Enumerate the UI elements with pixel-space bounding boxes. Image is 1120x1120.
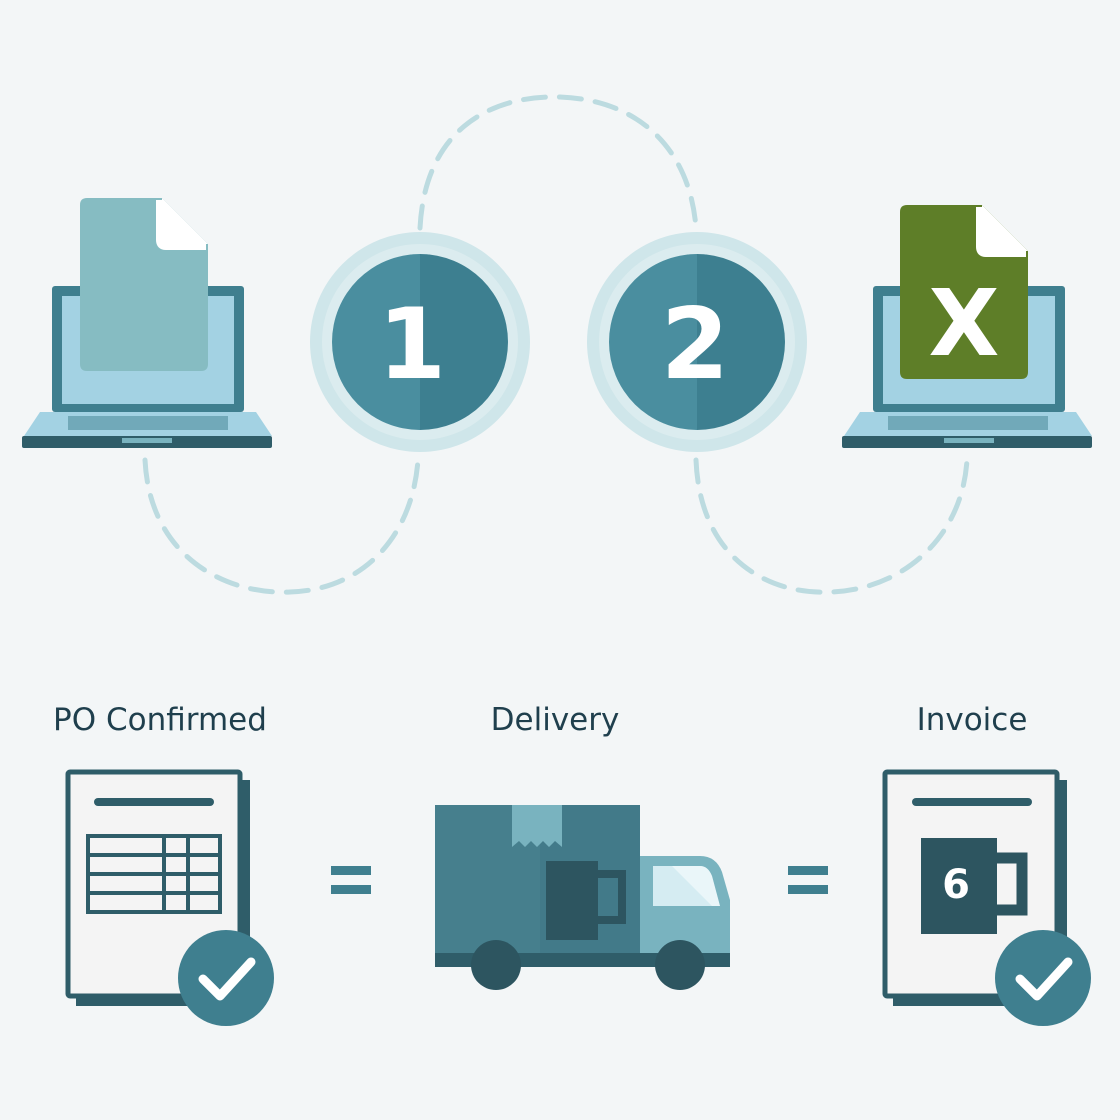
document-icon	[80, 198, 208, 371]
target-laptop: X	[842, 205, 1092, 448]
package-tape	[512, 805, 562, 847]
mug-icon: 6	[921, 838, 1028, 934]
laptop-trackpad-notch	[944, 438, 994, 443]
purchase-order-document	[65, 769, 274, 1026]
truck-wheel-rear	[471, 940, 521, 990]
equals-icon-1	[331, 866, 371, 894]
step-2-badge: 2	[587, 232, 807, 452]
stage-label-delivery: Delivery	[491, 702, 620, 738]
connector-laptop-to-step-1	[142, 457, 421, 595]
spreadsheet-letter: X	[929, 270, 1000, 377]
step-1-number: 1	[378, 288, 446, 402]
invoice-quantity: 6	[942, 862, 970, 908]
step-1-badge: 1	[310, 232, 530, 452]
source-laptop	[22, 198, 272, 448]
connector-step-1-to-step-2	[417, 94, 699, 231]
equals-icon-2	[788, 866, 828, 894]
stage-label-po-confirmed: PO Confirmed	[53, 702, 267, 738]
connector-step-2-to-laptop	[693, 457, 970, 595]
spreadsheet-file-icon: X	[900, 205, 1028, 379]
stage-label-invoice: Invoice	[917, 702, 1028, 738]
invoice-document: 6	[882, 769, 1091, 1026]
dashed-connectors	[142, 94, 970, 595]
delivery-truck-icon	[435, 805, 730, 990]
laptop-keyboard	[68, 416, 228, 430]
laptop-trackpad-notch	[122, 438, 172, 443]
check-badge-icon	[995, 930, 1091, 1026]
check-badge-icon	[178, 930, 274, 1026]
order-table-icon	[86, 834, 222, 914]
mug-icon	[546, 861, 626, 940]
document-header-line	[912, 798, 1032, 806]
document-header-line	[94, 798, 214, 806]
laptop-keyboard	[888, 416, 1048, 430]
truck-wheel-front	[655, 940, 705, 990]
step-2-number: 2	[661, 288, 729, 402]
